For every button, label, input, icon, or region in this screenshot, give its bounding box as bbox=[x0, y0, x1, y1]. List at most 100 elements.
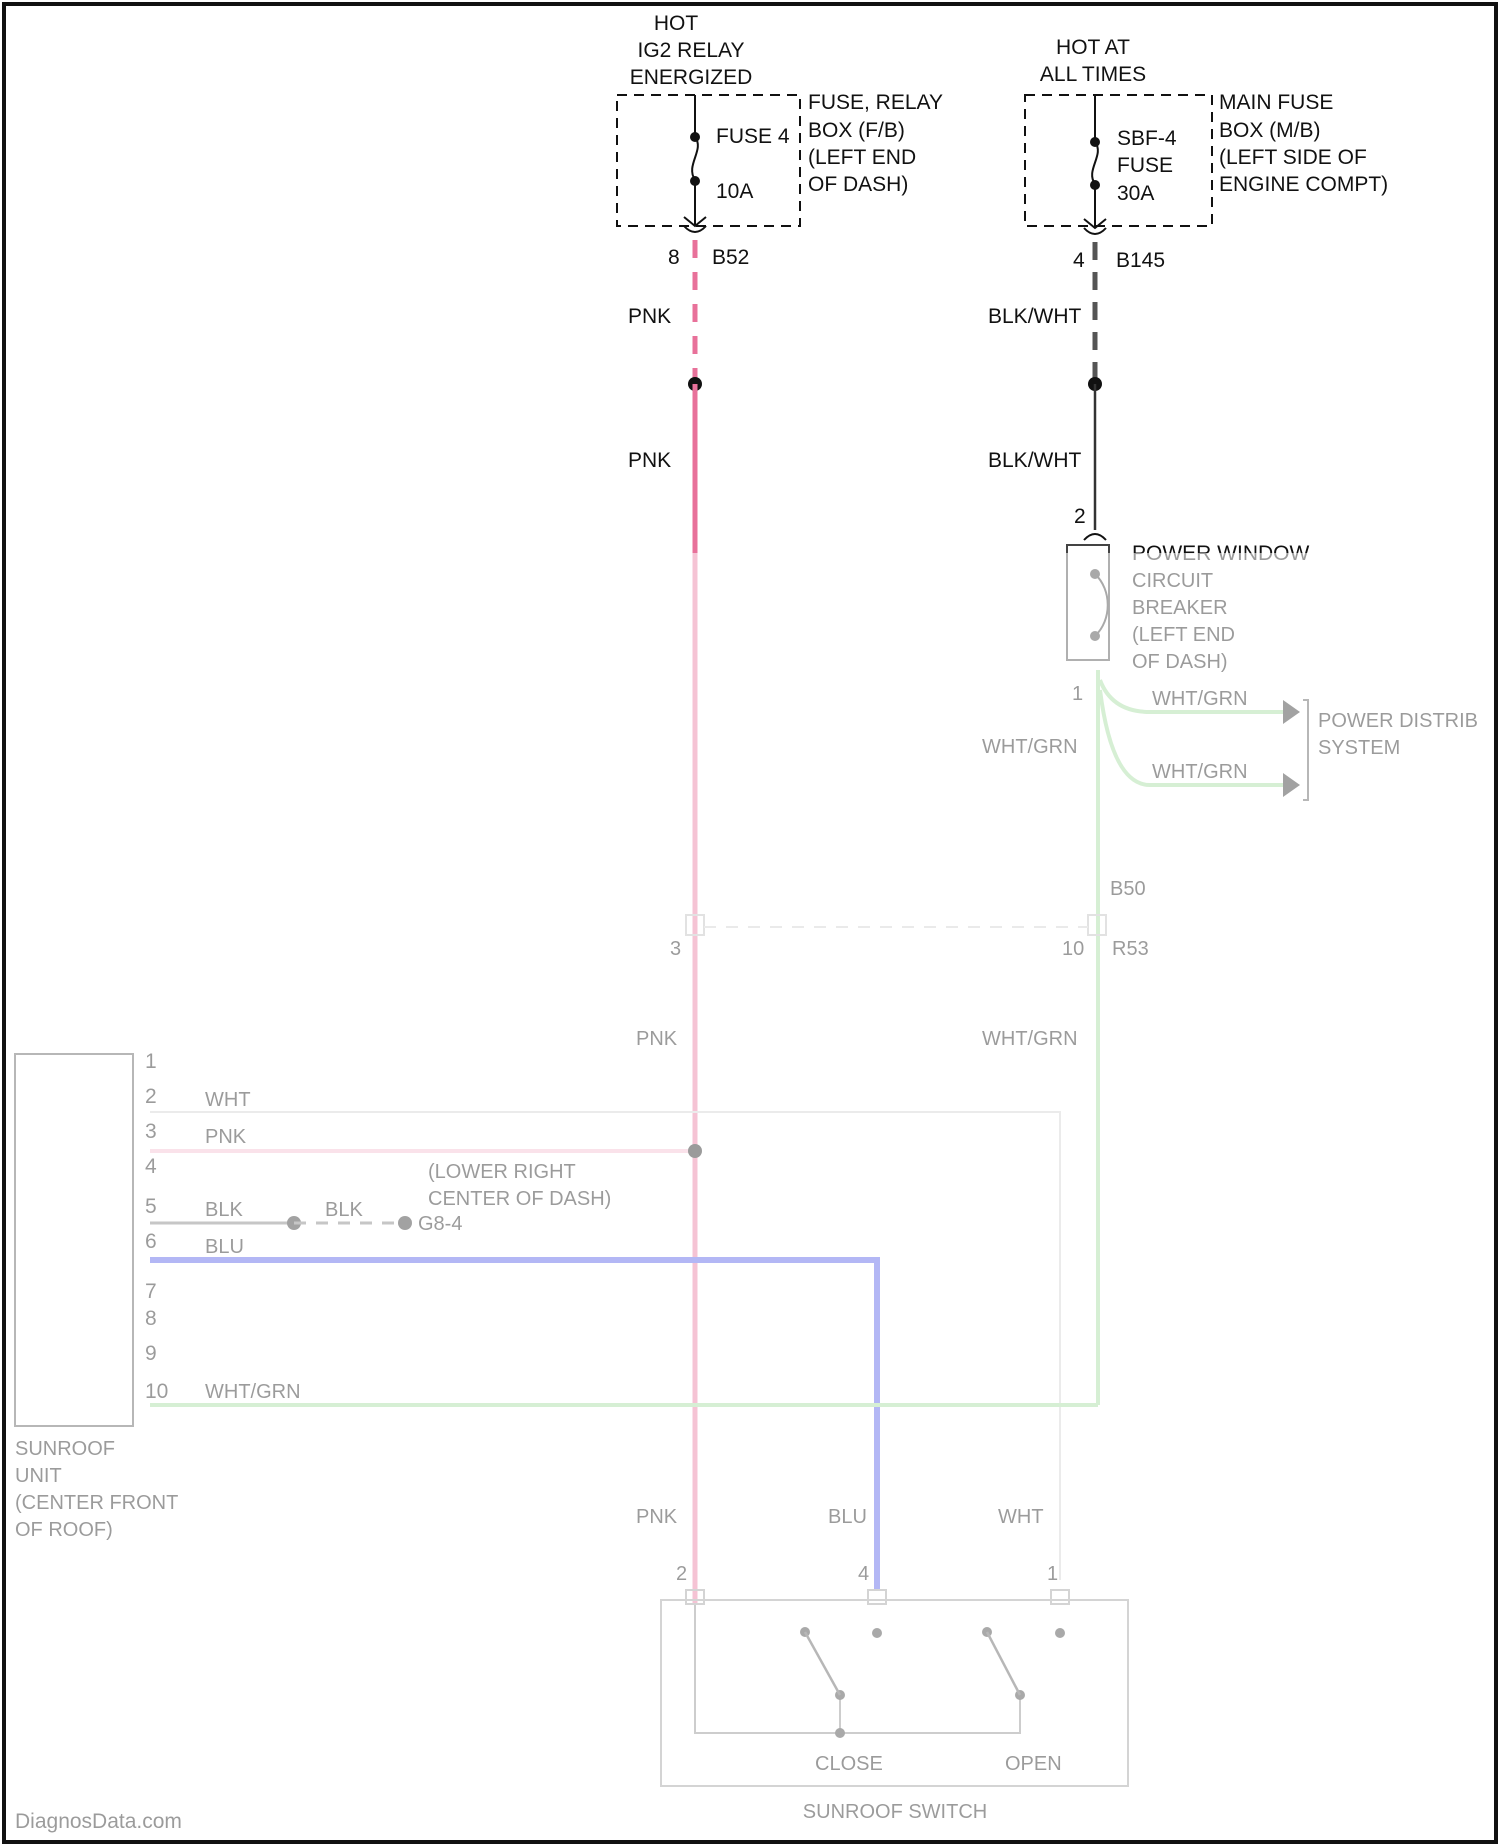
pnk-label-4: PNK bbox=[636, 1506, 678, 1528]
unit-pin-3: 3 bbox=[145, 1120, 157, 1143]
fb-box-line-2: BOX (F/B) bbox=[808, 119, 905, 142]
wht-label-2: WHT bbox=[998, 1506, 1044, 1528]
junction-top-label: B50 bbox=[1110, 878, 1146, 900]
breaker-symbol bbox=[1095, 574, 1108, 636]
arrow-upper-icon bbox=[1283, 700, 1300, 724]
arrow-lower-icon bbox=[1283, 773, 1300, 797]
blkwht-label-2: BLK/WHT bbox=[988, 449, 1082, 472]
pnk-label-2: PNK bbox=[628, 449, 671, 472]
unit-pin-5: 5 bbox=[145, 1195, 157, 1218]
wht-wire bbox=[150, 1112, 1060, 1580]
pnk-unit-splice-dot bbox=[688, 1144, 702, 1158]
b145-pin: 4 bbox=[1073, 249, 1085, 272]
breaker-label-3: BREAKER bbox=[1132, 597, 1228, 619]
fb-box-line-1: FUSE, RELAY bbox=[808, 91, 943, 114]
junction-right-connector: R53 bbox=[1112, 938, 1149, 960]
unit-pin-2: 2 bbox=[145, 1085, 157, 1108]
splice-label-2: CENTER OF DASH) bbox=[428, 1188, 611, 1210]
switch-open-arm bbox=[987, 1632, 1020, 1695]
sbf4-line-1: SBF-4 bbox=[1117, 127, 1177, 150]
whtgrn-label-2: WHT/GRN bbox=[982, 1028, 1078, 1050]
whtgrn-branch-label-1: WHT/GRN bbox=[1152, 688, 1248, 710]
fuse4-symbol bbox=[692, 137, 698, 180]
whtgrn-unit-label: WHT/GRN bbox=[205, 1381, 301, 1403]
whtgrn-label-1: WHT/GRN bbox=[982, 736, 1078, 758]
power-distribution-bracket bbox=[1303, 700, 1308, 800]
switch-close-label: CLOSE bbox=[815, 1753, 883, 1775]
blkwht-label-1: BLK/WHT bbox=[988, 305, 1082, 328]
power-distribution-label-2: SYSTEM bbox=[1318, 737, 1400, 759]
power-distribution-label-1: POWER DISTRIB bbox=[1318, 710, 1478, 732]
fuse4-rating: 10A bbox=[716, 180, 753, 203]
blk-label-2: BLK bbox=[325, 1199, 363, 1221]
unit-pin-10: 10 bbox=[145, 1380, 168, 1403]
left-hot-line-2: IG2 RELAY bbox=[638, 39, 745, 62]
unit-pin-4: 4 bbox=[145, 1155, 157, 1178]
breaker-label-5: OF DASH) bbox=[1132, 651, 1228, 673]
unit-pin-9: 9 bbox=[145, 1342, 157, 1365]
breaker-node-bottom bbox=[1090, 631, 1100, 641]
breaker-label-4: (LEFT END bbox=[1132, 624, 1235, 646]
mb-box-line-3: (LEFT SIDE OF bbox=[1219, 146, 1367, 169]
blu-label-1: BLU bbox=[205, 1236, 244, 1258]
ground-label: G8-4 bbox=[418, 1213, 462, 1235]
sunroof-unit-label-3: (CENTER FRONT bbox=[15, 1492, 178, 1514]
sunroof-switch-label: SUNROOF SWITCH bbox=[803, 1801, 987, 1823]
left-hot-line-1: HOT bbox=[654, 12, 699, 35]
sunroof-unit-pins: 1 2 3 4 5 6 7 8 9 10 bbox=[145, 1050, 168, 1403]
whtgrn-branch-label-2: WHT/GRN bbox=[1152, 761, 1248, 783]
circuit-breaker-box bbox=[1067, 545, 1109, 660]
sunroof-unit-box bbox=[15, 1054, 133, 1426]
switch-common-dot bbox=[835, 1728, 845, 1738]
fuse4-name: FUSE 4 bbox=[716, 125, 790, 148]
junction-left-pin: 3 bbox=[670, 938, 681, 960]
switch-pin-4: 4 bbox=[858, 1563, 869, 1585]
unit-pin-7: 7 bbox=[145, 1280, 157, 1303]
blk-label-1: BLK bbox=[205, 1199, 243, 1221]
b145-connector-label: B145 bbox=[1116, 249, 1165, 272]
pnk-label-3: PNK bbox=[636, 1028, 678, 1050]
sunroof-unit-label-4: OF ROOF) bbox=[15, 1519, 113, 1541]
sbf4-line-2: FUSE bbox=[1117, 154, 1173, 177]
unit-pin-6: 6 bbox=[145, 1230, 157, 1253]
switch-connector-pin1 bbox=[1051, 1590, 1069, 1604]
watermark: DiagnosData.com bbox=[15, 1810, 182, 1833]
switch-pin-2: 2 bbox=[676, 1563, 687, 1585]
mb-box-line-1: MAIN FUSE bbox=[1219, 91, 1333, 114]
junction-right-pin: 10 bbox=[1062, 938, 1084, 960]
sbf4-line-3: 30A bbox=[1117, 182, 1154, 205]
right-hot-line-2: ALL TIMES bbox=[1040, 63, 1146, 86]
b52-connector-label: B52 bbox=[712, 246, 749, 269]
fb-box-line-3: (LEFT END bbox=[808, 146, 916, 169]
switch-common-bus bbox=[695, 1605, 1020, 1733]
switch-pin-1: 1 bbox=[1047, 1563, 1058, 1585]
ground-icon bbox=[398, 1216, 412, 1230]
sunroof-unit-label-2: UNIT bbox=[15, 1465, 62, 1487]
splice-label-1: (LOWER RIGHT bbox=[428, 1161, 576, 1183]
fb-box-line-4: OF DASH) bbox=[808, 173, 908, 196]
wht-label-1: WHT bbox=[205, 1089, 251, 1111]
switch-close-contact-top bbox=[872, 1628, 882, 1638]
mb-box-line-2: BOX (M/B) bbox=[1219, 119, 1321, 142]
breaker-connector-icon bbox=[1084, 534, 1106, 540]
mb-box-line-4: ENGINE COMPT) bbox=[1219, 173, 1388, 196]
sbf4-symbol bbox=[1092, 142, 1098, 184]
pnk-unit-label: PNK bbox=[205, 1126, 247, 1148]
diagram-frame bbox=[4, 4, 1496, 1842]
unit-pin-8: 8 bbox=[145, 1307, 157, 1330]
breaker-pin-in: 2 bbox=[1074, 505, 1086, 528]
pnk-label-1: PNK bbox=[628, 305, 671, 328]
unit-pin-1: 1 bbox=[145, 1050, 157, 1073]
switch-open-label: OPEN bbox=[1005, 1753, 1062, 1775]
blu-label-2: BLU bbox=[828, 1506, 867, 1528]
sunroof-unit-label-1: SUNROOF bbox=[15, 1438, 115, 1460]
right-hot-line-1: HOT AT bbox=[1056, 36, 1130, 59]
switch-connector-pin4 bbox=[868, 1590, 886, 1604]
left-hot-line-3: ENERGIZED bbox=[630, 66, 753, 89]
breaker-pin-out: 1 bbox=[1072, 683, 1083, 705]
fuse-relay-box-outline bbox=[617, 95, 800, 226]
b52-pin: 8 bbox=[668, 246, 680, 269]
breaker-label-2: CIRCUIT bbox=[1132, 570, 1213, 592]
switch-close-arm bbox=[805, 1632, 840, 1695]
